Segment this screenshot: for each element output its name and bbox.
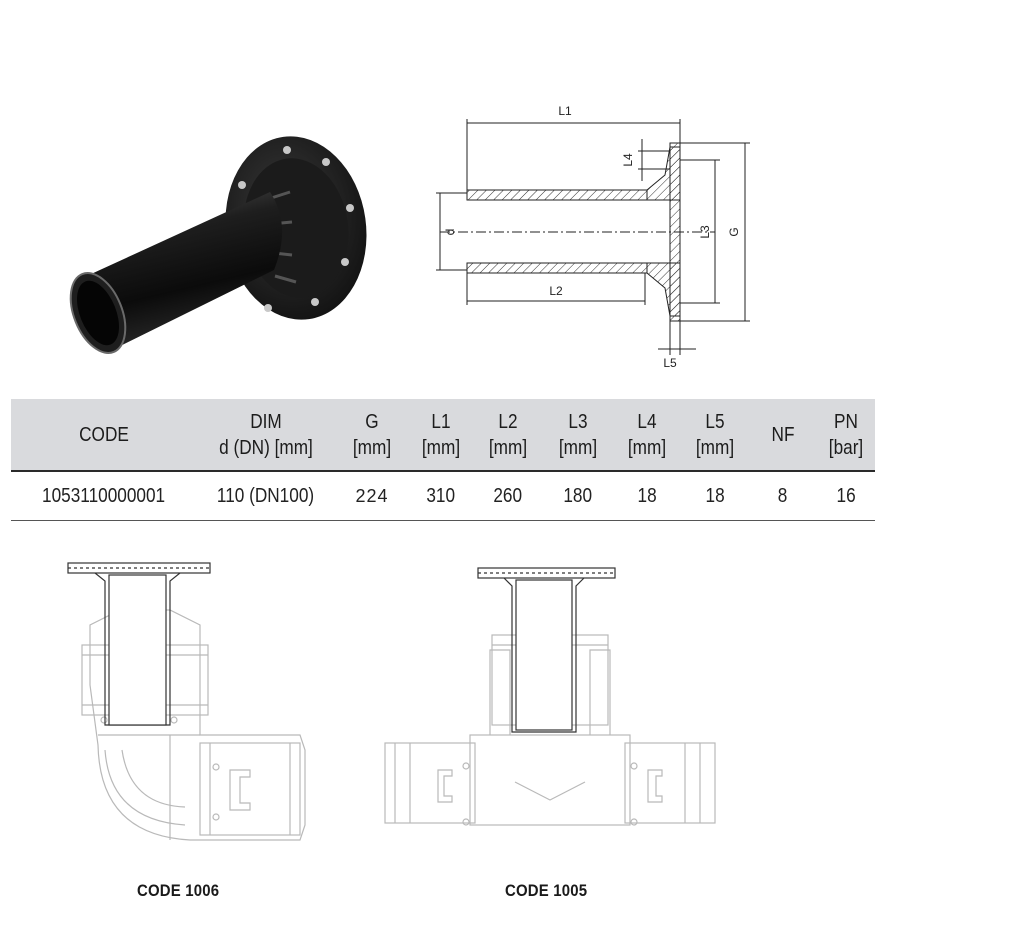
label-l3: L3 — [698, 225, 712, 239]
cell-nf: 8 — [749, 471, 817, 521]
header-code: CODE — [11, 399, 197, 472]
header-nf: NF — [749, 399, 817, 472]
header-l3: L3[mm] — [543, 399, 613, 472]
cell-g: 224 — [335, 471, 409, 521]
caption-elbow: CODE 1006 — [137, 881, 220, 900]
label-l1: L1 — [558, 104, 572, 118]
cell-l2: 260 — [473, 471, 543, 521]
product-photo — [69, 136, 367, 354]
pipe-body — [78, 192, 283, 352]
header-l2: L2[mm] — [473, 399, 543, 472]
header-l5: L5[mm] — [681, 399, 749, 472]
tee-assembly-drawing — [384, 567, 716, 826]
dimension-drawing: L1 L2 L5 d L3 G L4 — [436, 104, 750, 370]
label-l5: L5 — [663, 356, 677, 370]
cell-l3: 180 — [543, 471, 613, 521]
label-l4: L4 — [621, 153, 635, 167]
label-d: d — [443, 229, 457, 236]
cell-dim: 110 (DN100) — [197, 471, 335, 521]
cell-l4: 18 — [613, 471, 681, 521]
header-l1: L1[mm] — [409, 399, 473, 472]
elbow-assembly-drawing — [67, 562, 306, 841]
header-l4: L4[mm] — [613, 399, 681, 472]
label-g: G — [727, 227, 741, 236]
cell-code: 1053110000001 — [11, 471, 197, 521]
header-g: G[mm] — [335, 399, 409, 472]
label-l2: L2 — [549, 284, 563, 298]
header-pn: PN[bar] — [817, 399, 875, 472]
table-row: 1053110000001 110 (DN100) 224 310 260 18… — [11, 471, 875, 521]
cell-l5: 18 — [681, 471, 749, 521]
cell-l1: 310 — [409, 471, 473, 521]
caption-tee: CODE 1005 — [505, 881, 588, 900]
cell-pn: 16 — [817, 471, 875, 521]
